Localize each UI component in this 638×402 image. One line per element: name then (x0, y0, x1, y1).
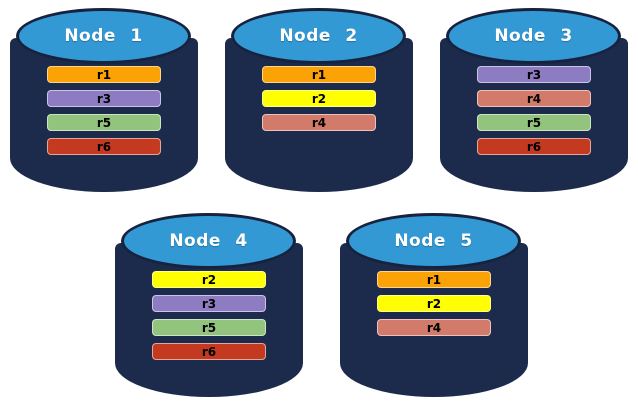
replica-list: r1 r3 r5 r6 (10, 66, 198, 155)
cylinder-top-ellipse: Node 1 (16, 8, 191, 64)
replica-bar-r5: r5 (152, 319, 266, 336)
replica-bar-r3: r3 (152, 295, 266, 312)
cylinder-top-ellipse: Node 2 (231, 8, 406, 64)
node-title: Node 1 (64, 26, 143, 46)
replica-bar-r4: r4 (262, 114, 376, 131)
replica-bar-r1: r1 (262, 66, 376, 83)
cylinder-top-ellipse: Node 3 (446, 8, 621, 64)
replica-bar-r4: r4 (377, 319, 491, 336)
replica-bar-r4: r4 (477, 90, 591, 107)
database-cylinder: Node 3 r3 r4 r5 r6 (440, 6, 628, 192)
database-cylinder: Node 1 r1 r3 r5 r6 (10, 6, 198, 192)
replica-bar-r5: r5 (47, 114, 161, 131)
replica-bar-r3: r3 (477, 66, 591, 83)
cylinder-top-ellipse: Node 4 (121, 213, 296, 269)
database-cylinder: Node 5 r1 r2 r4 (340, 211, 528, 397)
database-cylinder: Node 2 r1 r2 r4 (225, 6, 413, 192)
node-title: Node 5 (394, 231, 473, 251)
node-title: Node 4 (169, 231, 248, 251)
replica-bar-r5: r5 (477, 114, 591, 131)
replica-bar-r2: r2 (152, 271, 266, 288)
replica-bar-r1: r1 (47, 66, 161, 83)
database-cylinder: Node 4 r2 r3 r5 r6 (115, 211, 303, 397)
replica-bar-r2: r2 (377, 295, 491, 312)
replica-list: r1 r2 r4 (225, 66, 413, 131)
node-title: Node 2 (279, 26, 358, 46)
replica-list: r2 r3 r5 r6 (115, 271, 303, 360)
replica-bar-r2: r2 (262, 90, 376, 107)
node-title: Node 3 (494, 26, 573, 46)
replica-list: r1 r2 r4 (340, 271, 528, 336)
replica-bar-r6: r6 (477, 138, 591, 155)
replica-bar-r6: r6 (152, 343, 266, 360)
replica-bar-r1: r1 (377, 271, 491, 288)
cylinder-top-ellipse: Node 5 (346, 213, 521, 269)
replica-list: r3 r4 r5 r6 (440, 66, 628, 155)
replica-bar-r6: r6 (47, 138, 161, 155)
replica-bar-r3: r3 (47, 90, 161, 107)
